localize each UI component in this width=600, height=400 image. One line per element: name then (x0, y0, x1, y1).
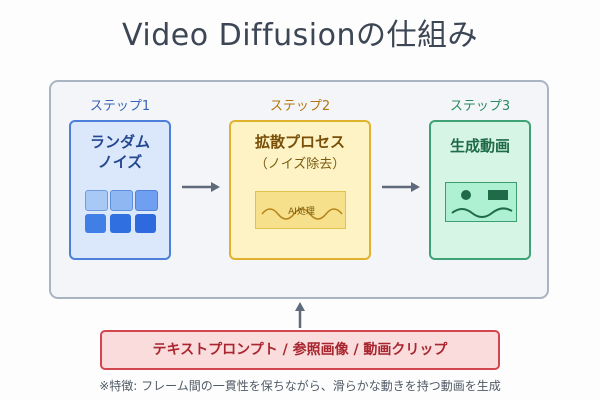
wave-icon (261, 208, 343, 220)
input-sources-box: テキストプロンプト / 参照画像 / 動画クリップ (100, 330, 500, 370)
step3-label: ステップ3 (449, 99, 511, 114)
arrow-up-icon (295, 302, 305, 328)
diffusion-process-box: 拡散プロセス （ノイズ除去） AI処理 (229, 120, 371, 260)
generated-video-title: 生成動画 (449, 137, 510, 155)
step1-label: ステップ1 (89, 99, 151, 114)
footnote: ※特徴: フレーム間の一貫性を保ちながら、滑らかな動きを持つ動画を生成 (99, 379, 501, 393)
diffusion-process-subtitle: （ノイズ除去） (254, 157, 346, 172)
ai-processing-panel: AI処理 (255, 191, 346, 229)
random-noise-title: ランダム ノイズ (89, 133, 150, 171)
random-noise-box: ランダム ノイズ (69, 120, 171, 260)
generated-video-box: 生成動画 (429, 120, 531, 260)
diffusion-process-title: 拡散プロセス (254, 133, 345, 151)
ai-processing-text: AI処理 (288, 207, 315, 217)
arrow-right-icon (182, 182, 220, 192)
video-frame-icon (445, 182, 517, 222)
diagram-title: Video Diffusionの仕組み (122, 18, 478, 53)
step2-label: ステップ2 (269, 99, 331, 114)
arrow-right-icon (382, 182, 420, 192)
